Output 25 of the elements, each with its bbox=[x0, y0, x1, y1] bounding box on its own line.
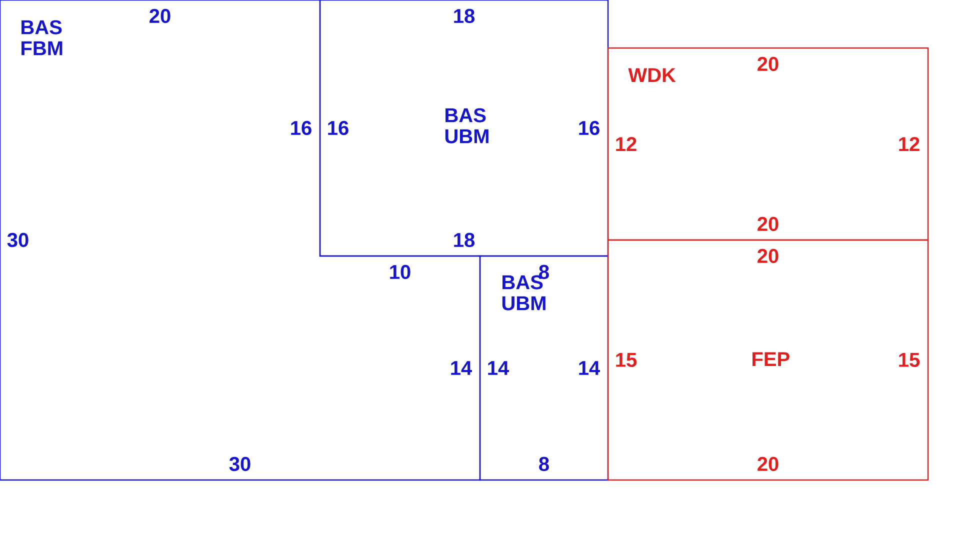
dimension-label: 30 bbox=[7, 232, 28, 248]
area-outline: WDK 20 12 12 20 bbox=[607, 47, 929, 241]
area-outline: FEP 20 15 15 20 bbox=[607, 239, 929, 481]
dimension-label: 20 bbox=[758, 216, 778, 232]
dimension-label: 20 bbox=[758, 248, 778, 264]
dimension-label: 14 bbox=[579, 361, 600, 375]
dimension-label: 15 bbox=[899, 353, 920, 367]
dimension-label: 12 bbox=[616, 137, 636, 151]
area-outline: BAS UBM 8 14 14 8 bbox=[479, 255, 609, 481]
dimension-label: 14 bbox=[488, 361, 509, 375]
dimension-label: 18 bbox=[454, 8, 474, 24]
dimension-label: 16 bbox=[328, 120, 348, 136]
dimension-label: 20 bbox=[758, 456, 778, 472]
dimension-label: 16 bbox=[579, 120, 600, 136]
dimension-label: 18 bbox=[454, 232, 474, 248]
dimension-label: 20 bbox=[758, 56, 778, 72]
dimension-label: 30 bbox=[229, 456, 250, 472]
dimension-label: 20 bbox=[150, 8, 170, 24]
dimension-label: 10 bbox=[390, 264, 410, 280]
dimension-label: 16 bbox=[291, 120, 312, 136]
area-outline: BAS UBM 18 16 16 18 bbox=[319, 0, 609, 257]
dimension-label: 8 bbox=[539, 456, 549, 472]
dimension-label: 12 bbox=[899, 137, 920, 151]
dimension-label: 15 bbox=[616, 353, 637, 367]
dimension-label: 14 bbox=[451, 361, 472, 375]
